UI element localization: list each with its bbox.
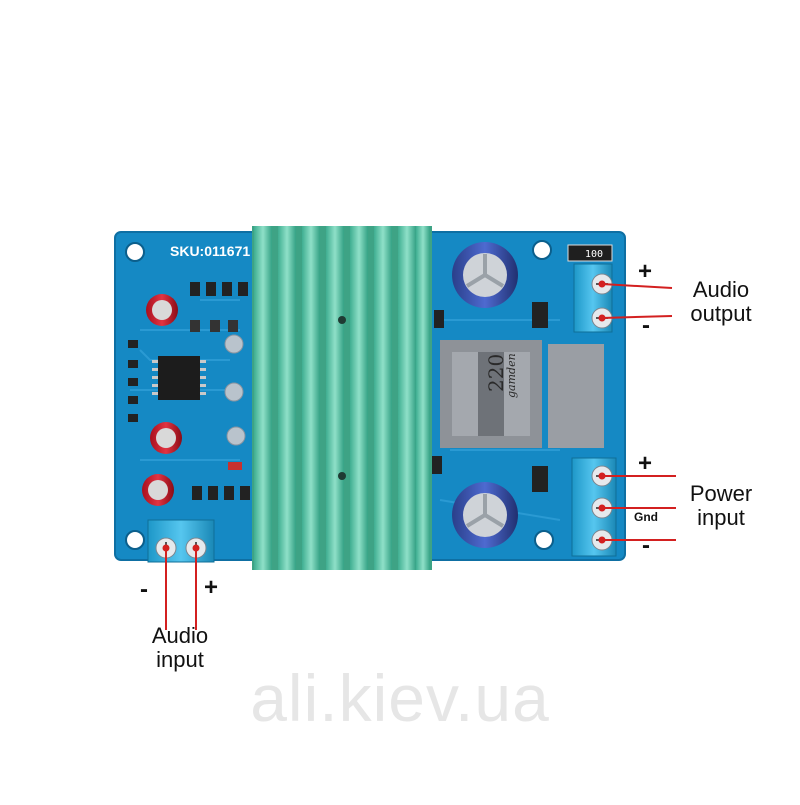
audio-input-minus: -: [140, 576, 148, 603]
power-input-line2: input: [697, 505, 745, 530]
power-input-label: Power input: [676, 482, 766, 530]
smd-resistor: [567, 244, 613, 262]
ceramic-capacitors: [224, 334, 246, 446]
audio-output-line1: Audio: [692, 277, 750, 302]
audio-input-line2: input: [156, 647, 204, 672]
heatsink: [252, 226, 432, 570]
audio-input-line1: Audio: [151, 623, 209, 648]
mounting-holes: [125, 240, 554, 550]
power-input-minus: -: [642, 532, 650, 559]
audio-input-label: Audio input: [130, 624, 230, 672]
audio-output-line2: output: [690, 301, 752, 326]
resistor-code: 100: [584, 249, 604, 260]
power-input-plus: +: [638, 450, 653, 477]
smd-diodes: [432, 302, 548, 492]
audio-output-plus: +: [638, 258, 653, 285]
audio-input-plus: +: [204, 574, 219, 601]
smd-components: [128, 282, 250, 500]
callout-lines: [162, 280, 676, 630]
op-amp-chip: [152, 356, 206, 400]
inductor-brand: gamden: [505, 353, 518, 398]
blue-electrolytic-capacitors: [452, 242, 518, 548]
power-inductors: [440, 340, 604, 448]
sku-label: SKU:011671: [170, 243, 251, 259]
watermark: ali.kiev.ua: [250, 661, 550, 735]
gnd-label: Gnd: [634, 510, 658, 524]
power-input-line1: Power: [689, 481, 753, 506]
audio-output-terminal: [573, 263, 613, 333]
audio-output-minus: -: [642, 312, 650, 339]
audio-input-terminal: [147, 519, 215, 563]
red-electrolytic-capacitors: [142, 294, 182, 506]
audio-output-label: Audio output: [676, 278, 766, 326]
